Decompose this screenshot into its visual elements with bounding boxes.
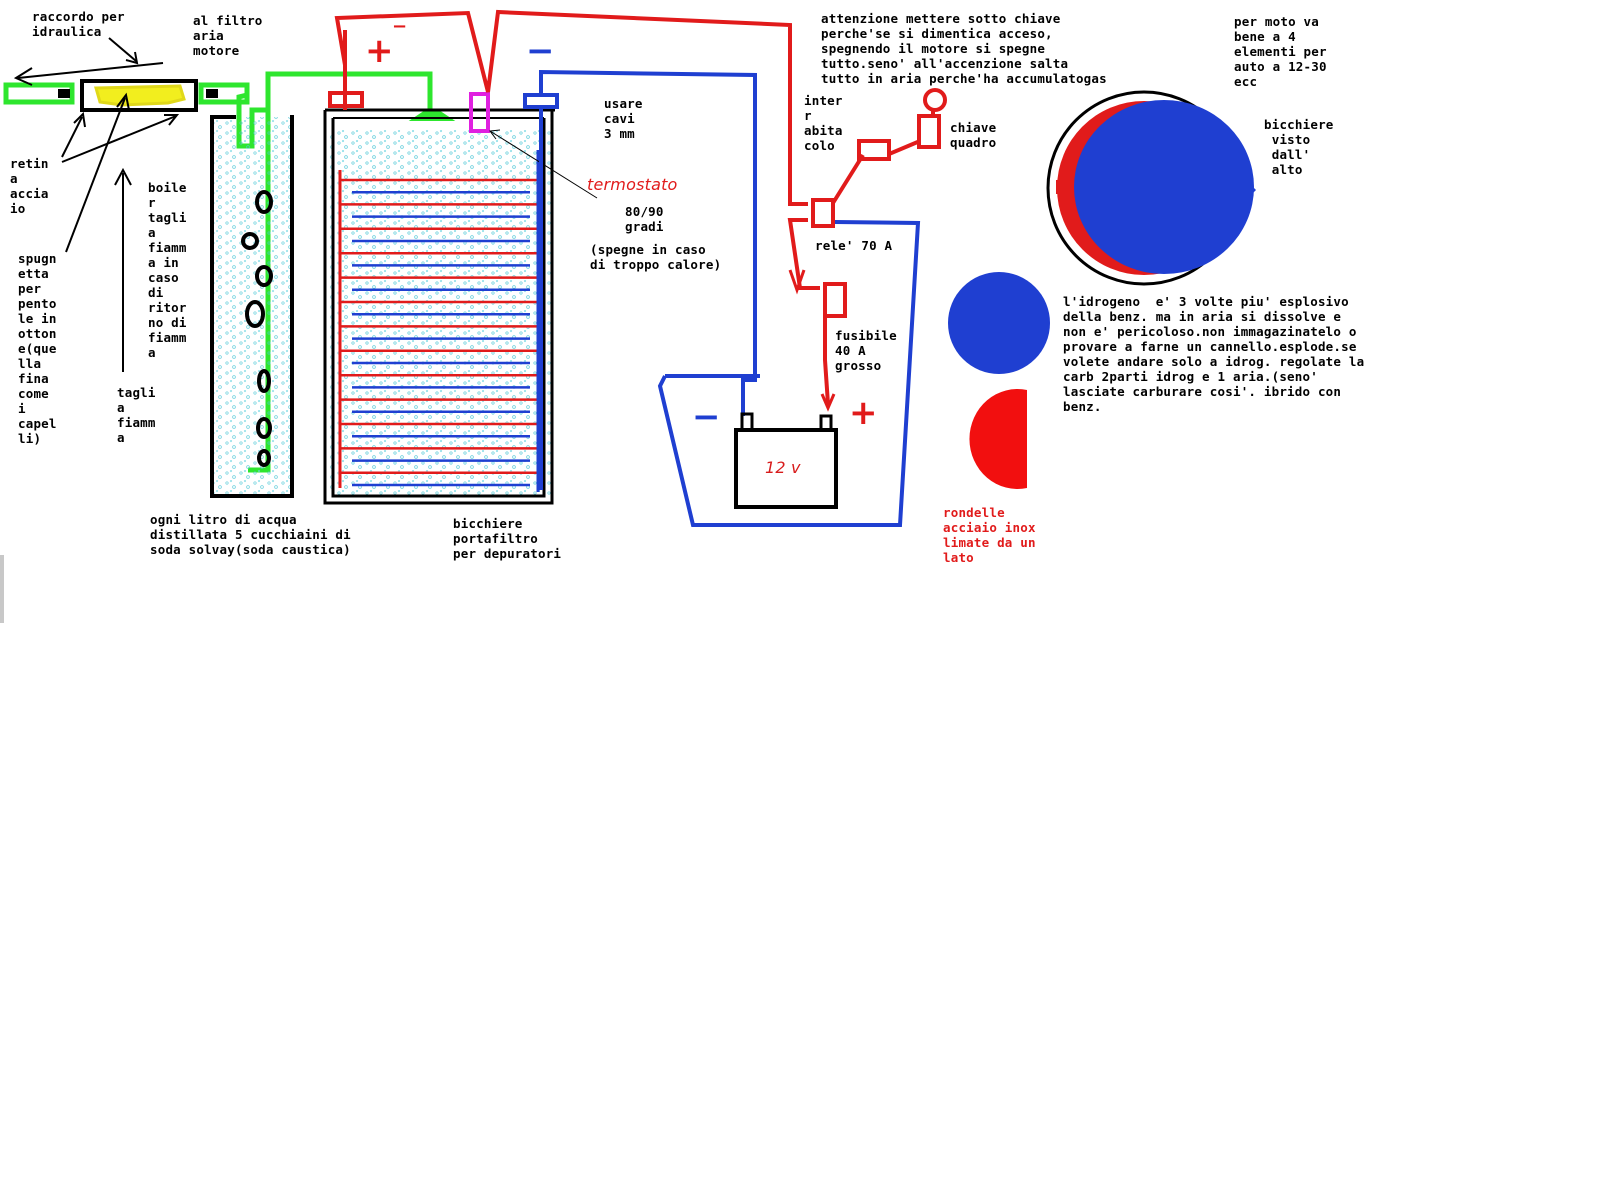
- container-top-view: [1046, 90, 1256, 286]
- label-sponge: spugn etta per pento le in otton e(que l…: [18, 251, 57, 446]
- boiler-container: [210, 115, 294, 498]
- negative-wire: [539, 69, 757, 416]
- label-washers: rondelle acciaio inox limate da un lato: [943, 505, 1036, 565]
- gas-hose: [236, 71, 433, 149]
- battery-tray: [657, 220, 921, 527]
- hose-fitting-left: [3, 82, 75, 105]
- washer-blue: [948, 272, 1050, 374]
- label-engine-air-filter: al filtro aria motore: [193, 13, 263, 58]
- label-elements-count: per moto va bene a 4 elementi per auto a…: [1234, 14, 1327, 89]
- cabin-switch: [857, 139, 891, 161]
- page-edge-bar: [0, 555, 4, 623]
- arrow-sponge: [65, 97, 126, 253]
- label-top-view: bicchiere visto dall' alto: [1264, 117, 1334, 177]
- arrow-to-fitting: [17, 62, 164, 79]
- label-solution-recipe: ogni litro di acqua distillata 5 cucchia…: [150, 512, 351, 557]
- thermostat-pointer-head: [489, 129, 501, 140]
- label-thermostat: termostato: [587, 175, 678, 194]
- label-relay: rele' 70 A: [815, 238, 893, 253]
- thermostat-sensor: [469, 92, 490, 133]
- positive-wire-relay-out: [787, 218, 820, 290]
- minus-sign-small: −: [392, 16, 408, 37]
- label-fuse: fusibile 40 A grosso: [835, 328, 897, 373]
- plus-sign-cell: +: [365, 31, 394, 71]
- minus-sign-battery: −: [692, 397, 721, 437]
- label-battery-voltage: 12 v: [765, 458, 801, 477]
- label-cables: usare cavi 3 mm: [604, 96, 643, 141]
- label-overheat: (spegne in caso di troppo calore): [590, 242, 722, 272]
- arrow-to-filter: [108, 37, 137, 62]
- fuse: [823, 282, 847, 318]
- thermostat-pointer: [489, 130, 598, 199]
- fitting-plug-right: [206, 89, 218, 98]
- arrow-mesh-right: [61, 115, 177, 163]
- arrow-mesh-left: [61, 116, 83, 158]
- electrolyzer-cell: [323, 108, 555, 505]
- washer-red: [969, 389, 1027, 489]
- arrow-to-fitting-head: [13, 67, 33, 86]
- flame-arrestor-body: [80, 79, 198, 112]
- label-ignition-key: chiave quadro: [950, 120, 997, 150]
- label-hydraulic-fitting: raccordo per idraulica: [32, 9, 125, 39]
- fitting-plug-left: [58, 89, 70, 98]
- flame-arrestor-assembly: [3, 79, 250, 112]
- ignition-key-switch: [917, 114, 941, 149]
- label-hydrogen-note: l'idrogeno e' 3 volte piu' esplosivo del…: [1063, 294, 1365, 414]
- ignition-key-head: [923, 88, 947, 112]
- label-warning: attenzione mettere sotto chiave perche's…: [821, 11, 1107, 86]
- electrode-plates: [338, 150, 540, 492]
- minus-sign-cell: −: [526, 31, 555, 71]
- positive-wire: [334, 9, 808, 206]
- positive-wire-fuse-out: [823, 312, 830, 405]
- label-degrees: 80/90 gradi: [625, 204, 664, 234]
- relay-arrow: [788, 269, 806, 295]
- relay: [811, 198, 835, 228]
- battery: [734, 412, 838, 509]
- label-boiler: boile r tagli a fiamm a in caso di ritor…: [148, 180, 187, 360]
- fuse-arrow: [820, 393, 836, 412]
- plus-sign-battery: +: [849, 393, 878, 433]
- label-cabin-switch: inter r abita colo: [804, 93, 843, 153]
- sponge-filter: [94, 84, 186, 107]
- label-filter-container: bicchiere portafiltro per depuratori: [453, 516, 562, 561]
- hose-fitting-right: [198, 82, 250, 105]
- label-steel-mesh: retin a accia io: [10, 156, 49, 216]
- label-flame-arrestor: tagli a fiamm a: [117, 385, 156, 445]
